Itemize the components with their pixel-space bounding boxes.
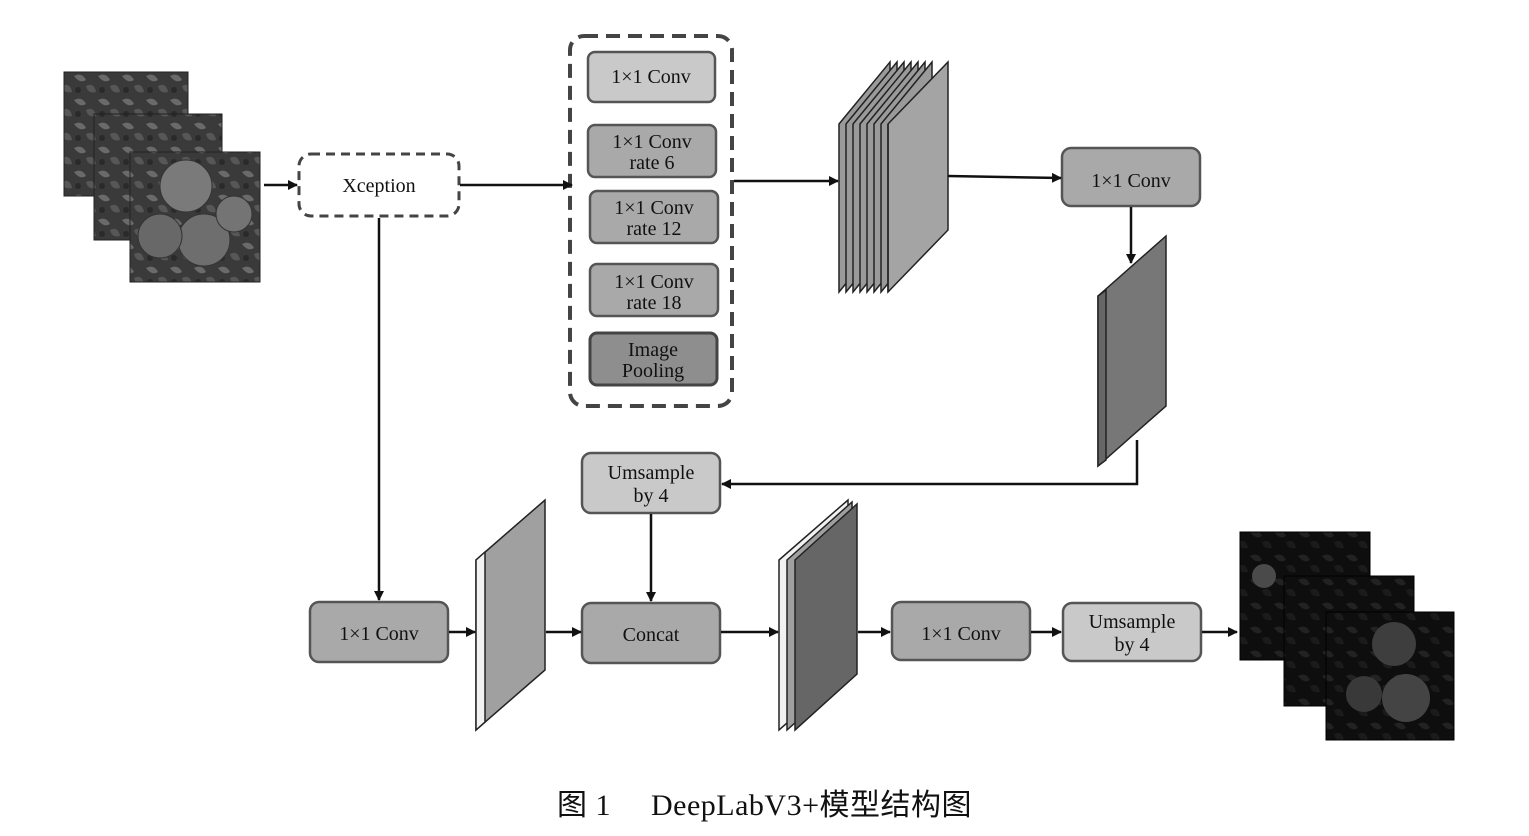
post-aspp-conv-label: 1×1 Conv xyxy=(1091,170,1171,192)
final-conv-label: 1×1 Conv xyxy=(921,623,1001,645)
aspp-branch-2-line1: 1×1 Conv xyxy=(612,131,692,153)
figure-title: DeepLabV3+模型结构图 xyxy=(650,789,973,822)
output-image-front xyxy=(1325,611,1455,741)
lowlevel-feature-map xyxy=(475,498,546,732)
aspp-branch-2-line2: rate 6 xyxy=(630,152,675,174)
aspp-branch-4-line2: rate 18 xyxy=(627,292,682,314)
apple-mask xyxy=(1382,674,1430,722)
upsample-2-line1: Umsample xyxy=(1089,611,1176,633)
aspp-branch-image-pooling: Image Pooling xyxy=(588,331,719,387)
apple-shape xyxy=(159,159,213,213)
aspp-feature-stack xyxy=(838,59,949,295)
deeplabv3plus-diagram: Xception 1×1 Conv 1×1 Conv rate 6 1×1 Co… xyxy=(63,34,1455,741)
input-image-stack xyxy=(63,71,261,283)
apple-shape xyxy=(215,195,253,233)
output-mask-stack xyxy=(1239,531,1455,741)
post-aspp-conv-block: 1×1 Conv xyxy=(1060,146,1202,208)
upsample-block-2: Umsample by 4 xyxy=(1061,601,1203,663)
concat-block: Concat xyxy=(580,601,722,665)
figure-number: 图 1 xyxy=(556,789,611,822)
arrows xyxy=(264,172,1238,637)
aspp-branch-rate18: 1×1 Conv rate 18 xyxy=(588,262,720,318)
arrow-stack-to-conv xyxy=(947,172,1062,183)
xception-block: Xception xyxy=(297,152,461,218)
aspp-branch-rate12: 1×1 Conv rate 12 xyxy=(588,189,720,245)
apple-shape xyxy=(137,213,183,259)
xception-label: Xception xyxy=(342,175,415,197)
arrow-encoder-output-to-upsample xyxy=(721,440,1139,489)
aspp-branch-rate6: 1×1 Conv rate 6 xyxy=(586,123,718,179)
aspp-branch-5-line1: Image xyxy=(628,339,678,361)
figure-caption: 图 1 DeepLabV3+模型结构图 xyxy=(0,780,1529,824)
lowlevel-conv-label: 1×1 Conv xyxy=(339,623,419,645)
aspp-branch-1x1: 1×1 Conv xyxy=(586,50,717,104)
upsample-2-line2: by 4 xyxy=(1115,634,1150,656)
upsample-1-line1: Umsample xyxy=(608,462,695,484)
concat-feature-maps xyxy=(778,498,858,732)
aspp-branch-5-line2: Pooling xyxy=(622,360,684,382)
aspp-container xyxy=(568,34,734,408)
lowlevel-conv-block: 1×1 Conv xyxy=(308,600,450,664)
apple-mask xyxy=(1252,564,1276,588)
aspp-branch-1-label: 1×1 Conv xyxy=(611,66,691,88)
aspp-branch-4-line1: 1×1 Conv xyxy=(614,271,694,293)
upsample-1-line2: by 4 xyxy=(634,485,669,507)
final-conv-block: 1×1 Conv xyxy=(890,600,1032,662)
apple-mask xyxy=(1372,622,1416,666)
apple-mask xyxy=(1346,676,1382,712)
aspp-branch-3-line1: 1×1 Conv xyxy=(614,197,694,219)
upsample-block-1: Umsample by 4 xyxy=(580,451,722,515)
concat-label: Concat xyxy=(623,624,680,646)
aspp-branch-3-line2: rate 12 xyxy=(627,218,682,240)
encoder-output-feature xyxy=(1097,234,1167,468)
